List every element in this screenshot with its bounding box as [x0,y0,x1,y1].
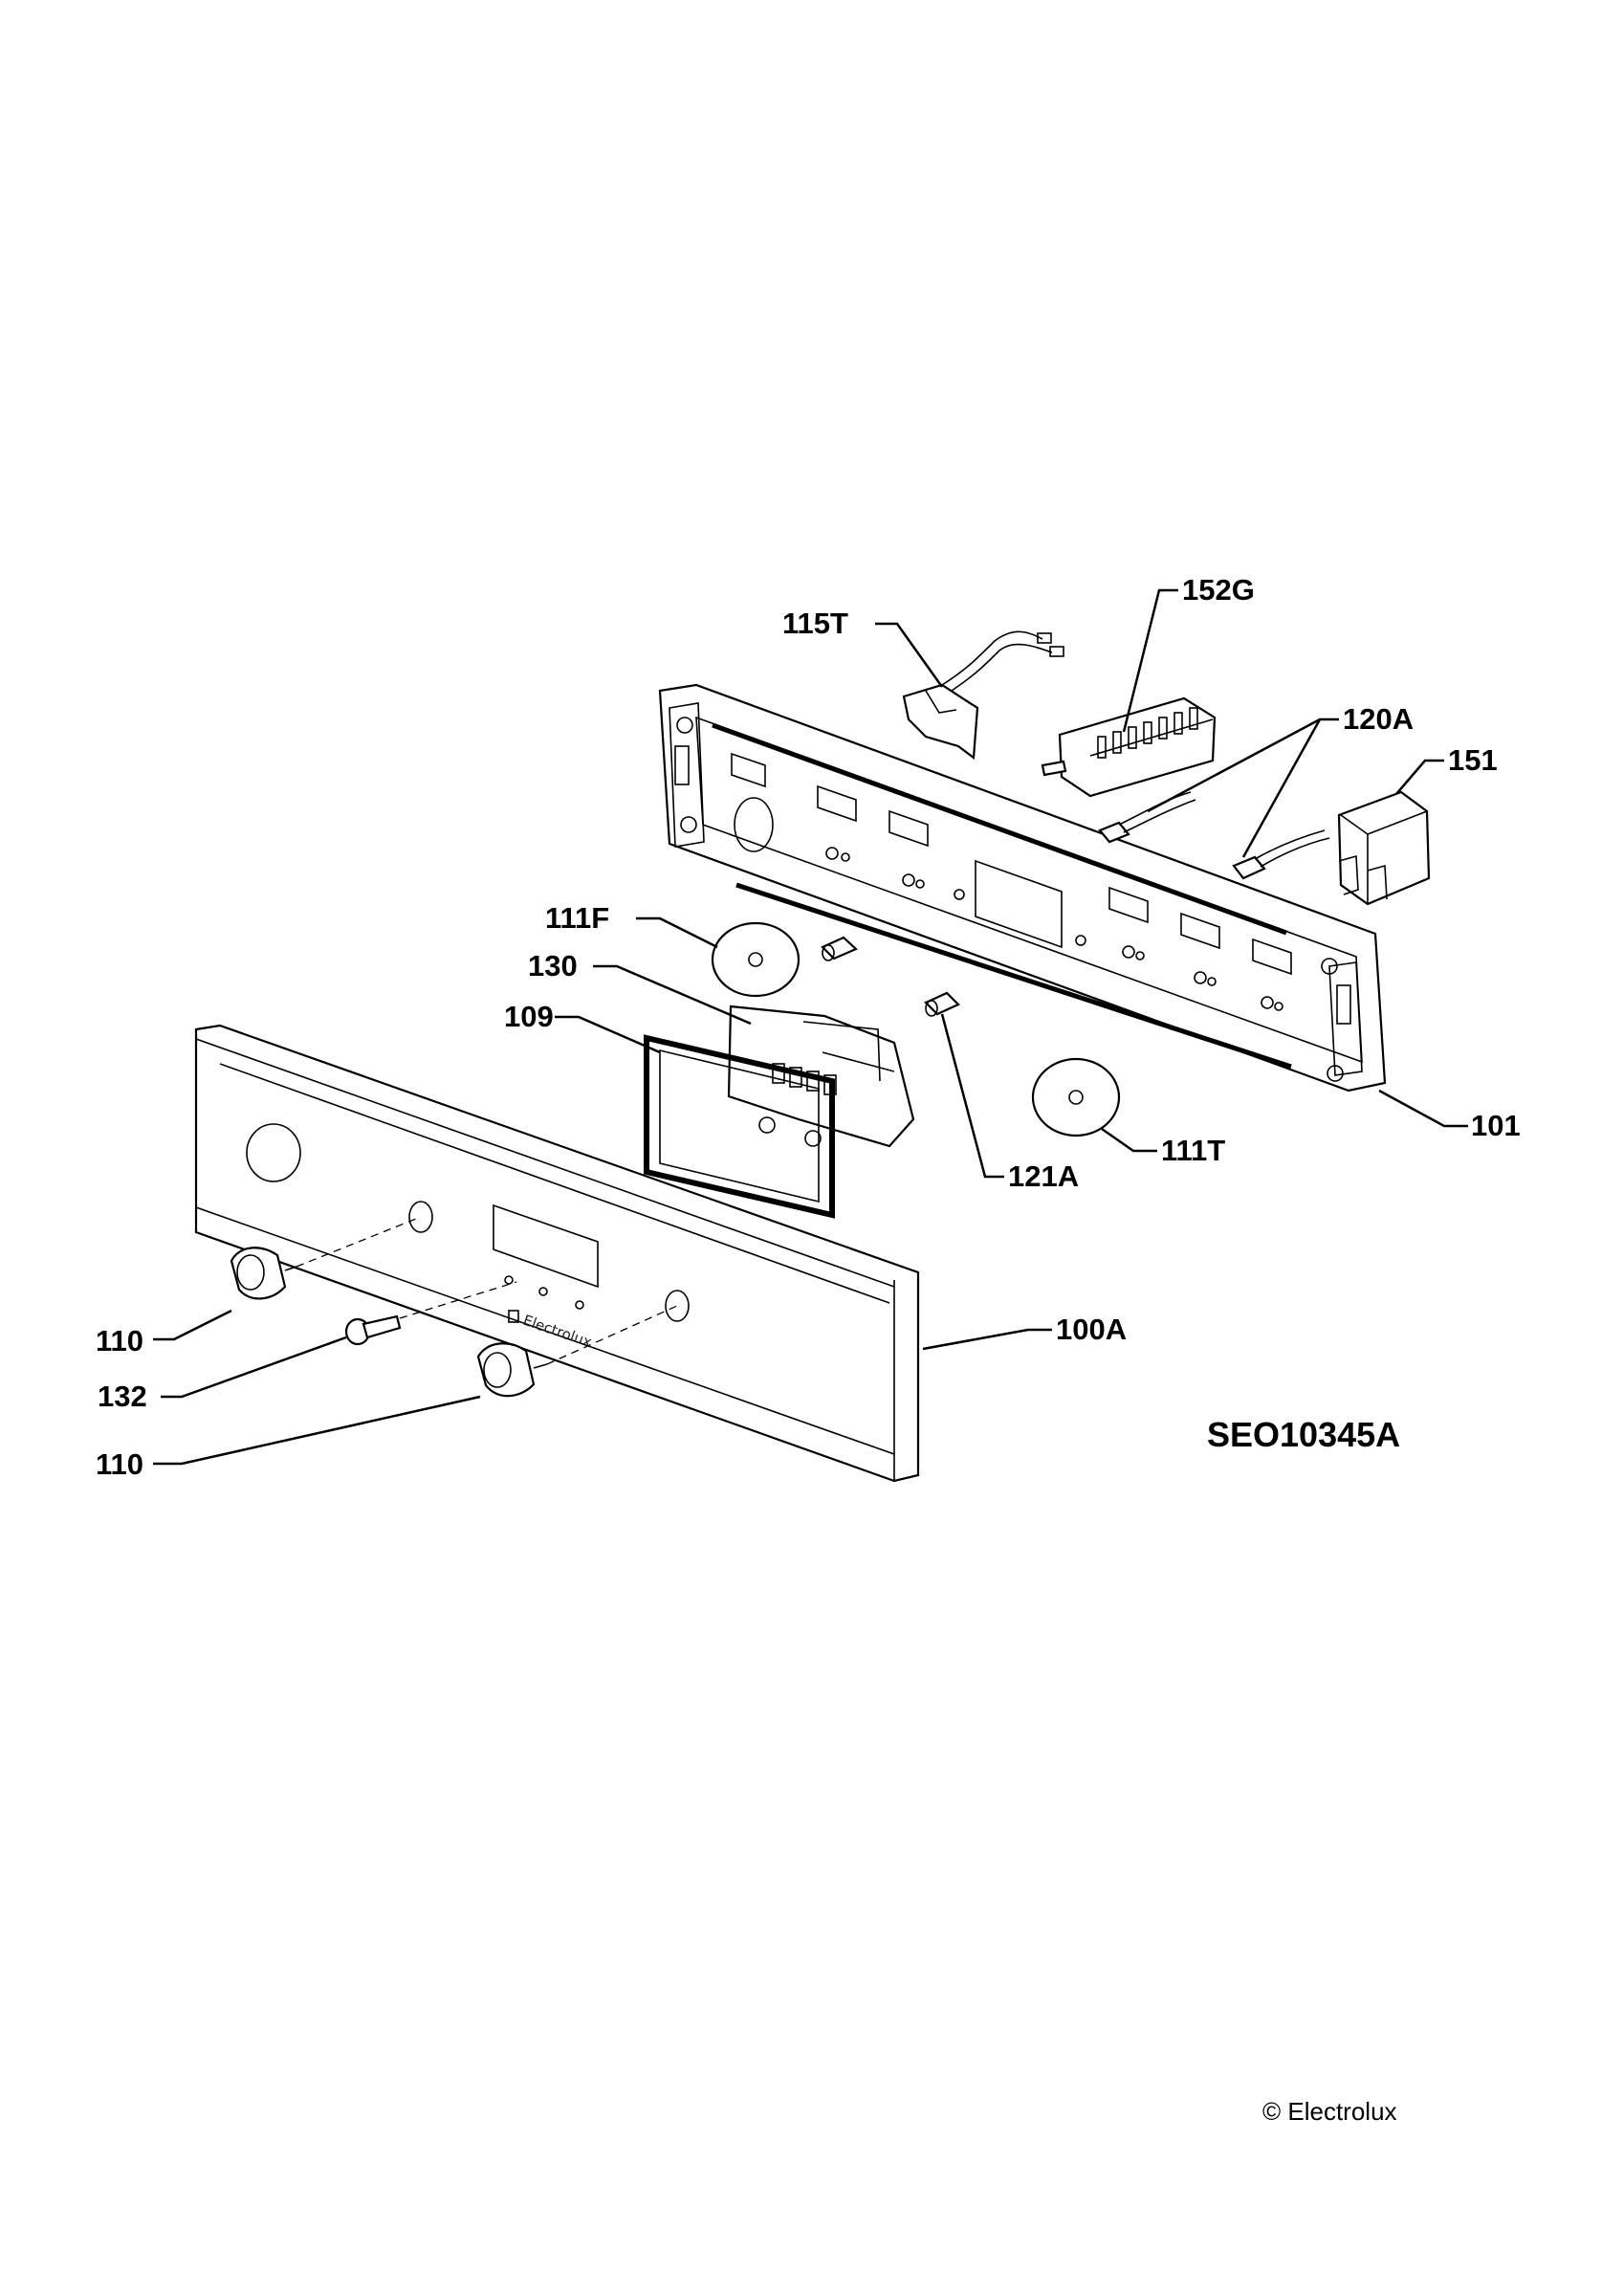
label-115T: 115T [782,607,848,640]
leader-lines [153,588,1468,1466]
label-110-lower: 110 [96,1447,143,1481]
label-130: 130 [528,949,578,982]
part-110-knob-lower [476,1342,548,1398]
label-100A: 100A [1056,1313,1127,1346]
label-152G: 152G [1182,573,1255,607]
label-111F: 111F [545,901,609,935]
part-152G-selector-switch [1041,696,1217,798]
part-111T-disc [1031,1057,1121,1137]
part-115T-thermostat [902,630,1064,761]
label-101: 101 [1471,1109,1521,1142]
part-101-rear-panel [658,683,1387,1093]
part-132-push-button [344,1314,402,1346]
label-120A: 120A [1343,702,1414,736]
part-120A-lamps [1098,791,1330,880]
part-109-gasket [644,1034,835,1219]
small-holder-1 [821,936,858,961]
assembly-dashed-lines [296,1216,678,1365]
label-151: 151 [1448,743,1498,777]
part-labels: 115T 152G 120A 151 111F 130 109 101 121A… [96,573,1521,1481]
label-111T: 111T [1161,1134,1225,1167]
label-121A: 121A [1008,1159,1079,1193]
label-110-upper: 110 [96,1324,143,1358]
copyright-notice: © Electrolux [1262,2097,1397,2126]
label-109: 109 [504,1000,554,1033]
part-111F-disc [711,921,801,998]
part-110-knob-upper [230,1247,297,1300]
part-100A-front-panel: Electrolux [194,1024,920,1483]
drawing-code: SEO10345A [1207,1415,1400,1454]
part-121A-holder [924,991,960,1017]
label-132: 132 [98,1380,147,1413]
part-151-transformer [1337,790,1431,906]
